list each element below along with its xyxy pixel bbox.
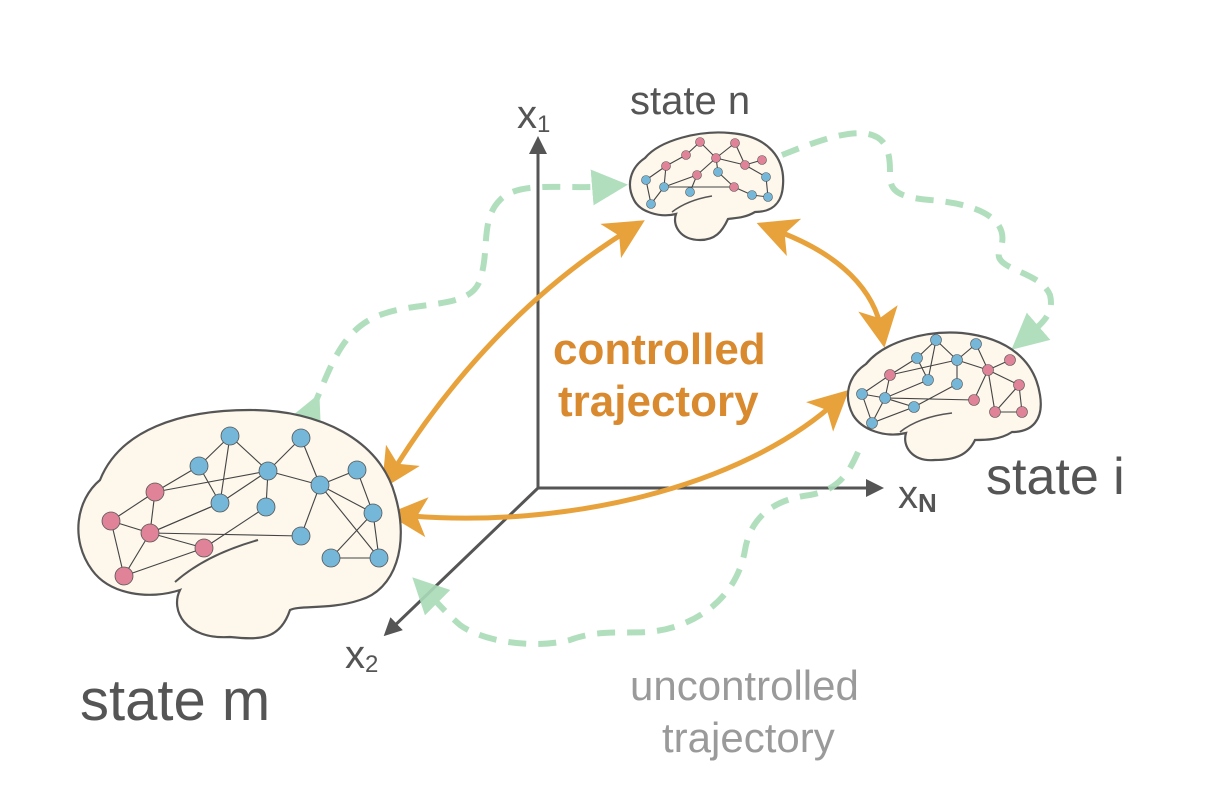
uncontrolled-trajectory-label-line2: trajectory bbox=[662, 714, 835, 761]
controlled-trajectory-label-line1: controlled bbox=[553, 325, 766, 374]
uncontrolled-arrow-i-to-m bbox=[412, 450, 861, 648]
brain-icon-state-i bbox=[846, 331, 1042, 462]
state-i-label: state i bbox=[986, 448, 1125, 506]
axis-x1-label: x1 bbox=[517, 93, 550, 138]
controlled-arrow-m-i bbox=[387, 389, 850, 538]
axis-xn-label: xN bbox=[898, 473, 937, 518]
brain-network-n bbox=[641, 137, 773, 209]
state-n-label: state n bbox=[630, 79, 750, 123]
controlled-arrow-n-i bbox=[756, 218, 898, 348]
axis-x2 bbox=[383, 486, 540, 637]
brain-network-m bbox=[101, 426, 389, 586]
axis-x2-label: x2 bbox=[345, 633, 378, 678]
brain-icon-state-m bbox=[77, 408, 402, 640]
controlled-trajectory-label-line2: trajectory bbox=[558, 377, 759, 426]
state-m-label: state m bbox=[80, 668, 270, 733]
brain-network-i bbox=[856, 334, 1028, 429]
controlled-trajectories bbox=[381, 218, 898, 538]
uncontrolled-arrow-n-to-i bbox=[780, 130, 1054, 350]
uncontrolled-trajectory-label-line1: uncontrolled bbox=[630, 662, 859, 709]
brain-icon-state-n bbox=[628, 131, 785, 242]
